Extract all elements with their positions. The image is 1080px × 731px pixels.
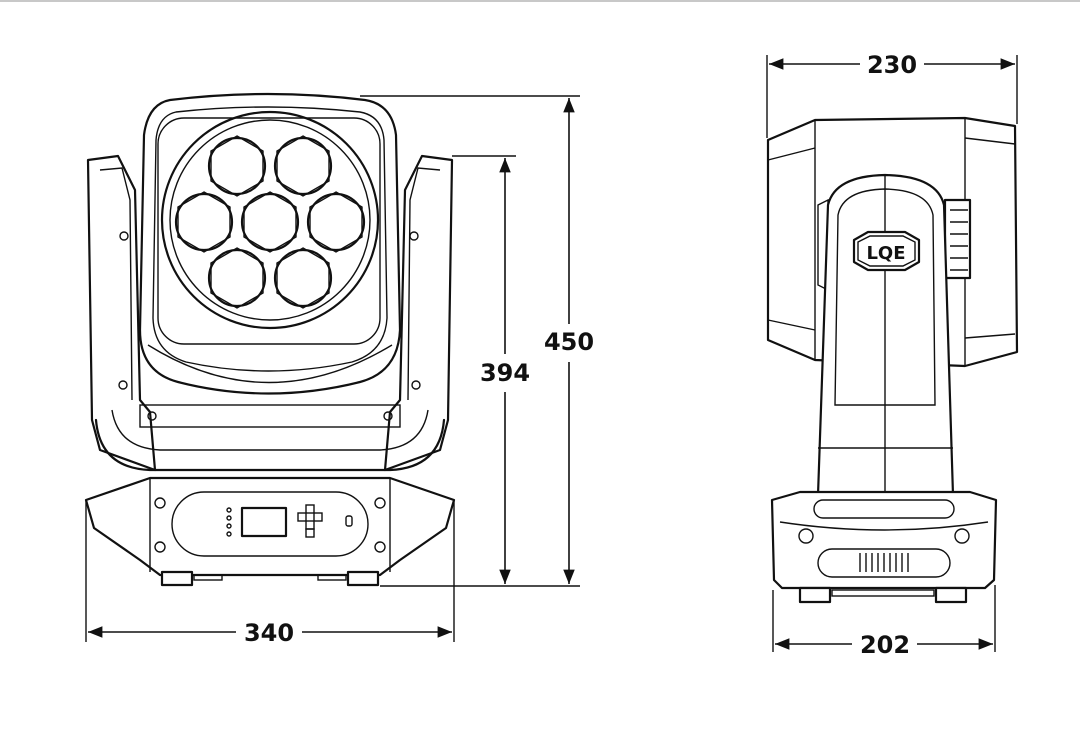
led-lens [273,247,333,309]
side-yoke-arm [816,173,955,497]
side-logo: LQE [852,230,921,272]
front-inner-height-dimension: 394 [380,155,580,587]
led-lens [240,191,300,253]
side-base-depth-dimension: 202 [772,585,996,659]
side-view: LQE [766,116,1019,604]
led-lens [174,191,234,253]
front-yoke-cradle [94,418,446,472]
front-width-dimension: 340 [85,500,455,647]
logo-text: LQE [866,243,905,264]
side-base-depth-label: 202 [860,631,910,659]
led-lens [207,247,267,309]
front-inner-height-label: 394 [480,359,530,387]
led-lens [207,135,267,197]
front-view [84,92,456,587]
front-head-housing [138,92,402,395]
side-depth-label: 230 [867,51,917,79]
side-depth-dimension: 230 [766,51,1018,138]
led-lens [273,135,333,197]
top-border [0,0,1080,2]
front-width-label: 340 [244,619,294,647]
front-base [84,476,456,587]
led-lens [306,191,366,253]
front-total-height-label: 450 [544,328,594,356]
side-base [770,490,998,604]
front-lens-array [160,110,380,330]
front-total-height-dimension: 450 [360,95,594,584]
